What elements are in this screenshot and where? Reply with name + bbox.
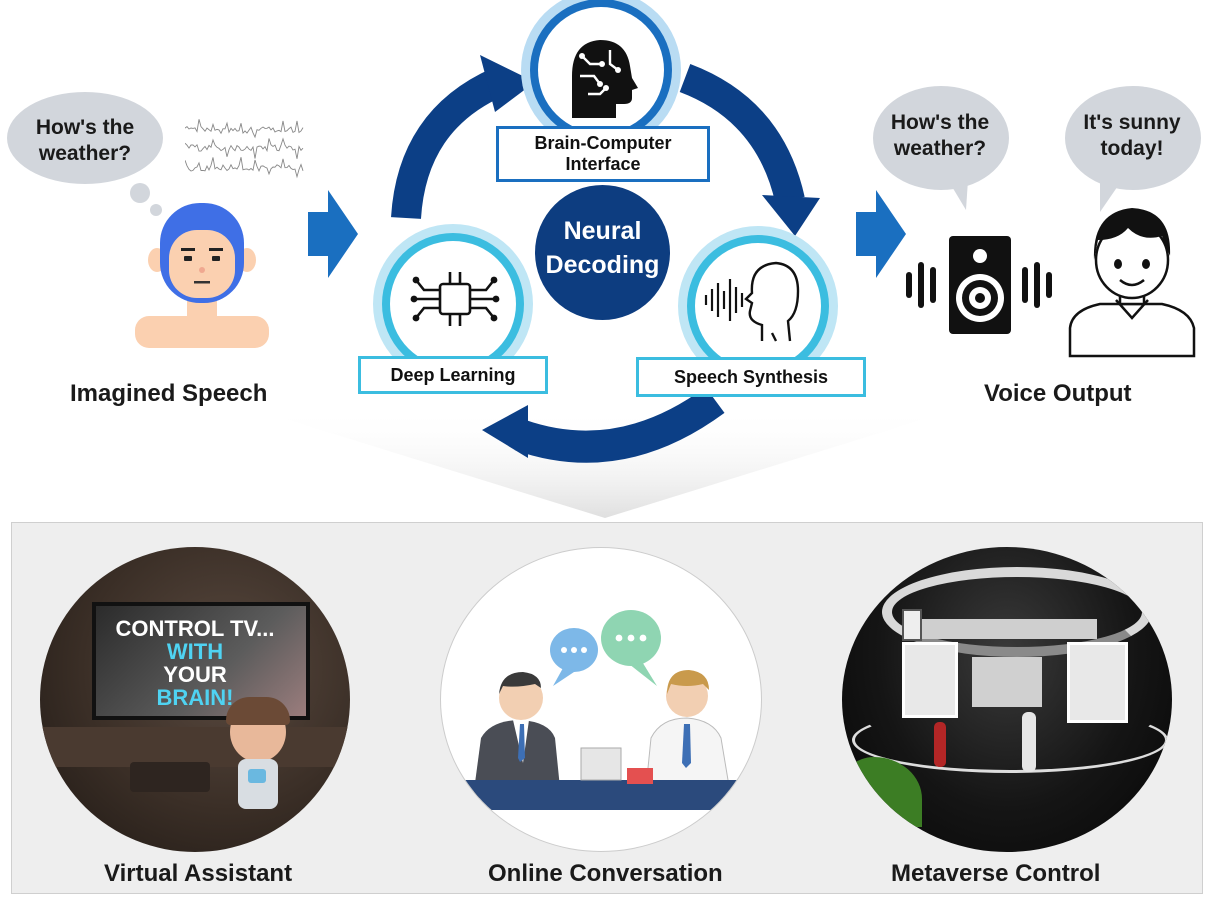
deep-learning-label: Deep Learning [358,356,548,394]
metaverse-control-caption: Metaverse Control [891,860,1101,887]
user-avatar [1068,208,1196,358]
person-bubble-text: It's sunny today! [1083,111,1181,161]
imagined-speech-caption: Imagined Speech [70,380,268,407]
eeg-signal-icon [185,119,304,179]
brain-head-icon [572,40,638,118]
online-conversation-caption: Online Conversation [488,860,723,887]
metaverse-image [842,547,1172,852]
tv-line-3: YOUR [163,662,227,688]
virtual-assistant-caption: Virtual Assistant [104,860,293,887]
chat-bubbles-icon [461,610,743,810]
bci-node [521,0,681,150]
speech-bubble-person [1065,86,1201,212]
tv-line-1: CONTROL TV... [115,616,275,641]
speaker-bubble-text: How's the weather? [890,111,990,161]
thought-bubble-left [7,92,163,216]
arrow-right-icon [308,190,358,278]
eeg-user-avatar [135,203,269,348]
arrow-right-icon [856,190,906,278]
tv-line-4: BRAIN! [156,685,234,711]
online-conversation-image [440,547,762,852]
speech-bubble-speaker [873,86,1009,210]
virtual-assistant-image: CONTROL TV... WITH YOUR BRAIN! [40,547,350,852]
bci-label: Brain-Computer Interface [496,126,710,182]
neural-chip-icon [410,272,500,326]
speaking-head-icon [704,261,800,342]
tv-line-2: WITH [166,639,224,665]
voice-output-caption: Voice Output [984,380,1132,407]
neural-decoding-core [535,185,670,320]
speech-synthesis-label: Speech Synthesis [636,357,866,397]
neural-decoding-label: Neural Decoding [545,217,660,279]
decoding-cycle-arrows [391,55,820,463]
speaker-icon [906,236,1052,334]
left-bubble-text: How's the weather? [35,116,135,166]
